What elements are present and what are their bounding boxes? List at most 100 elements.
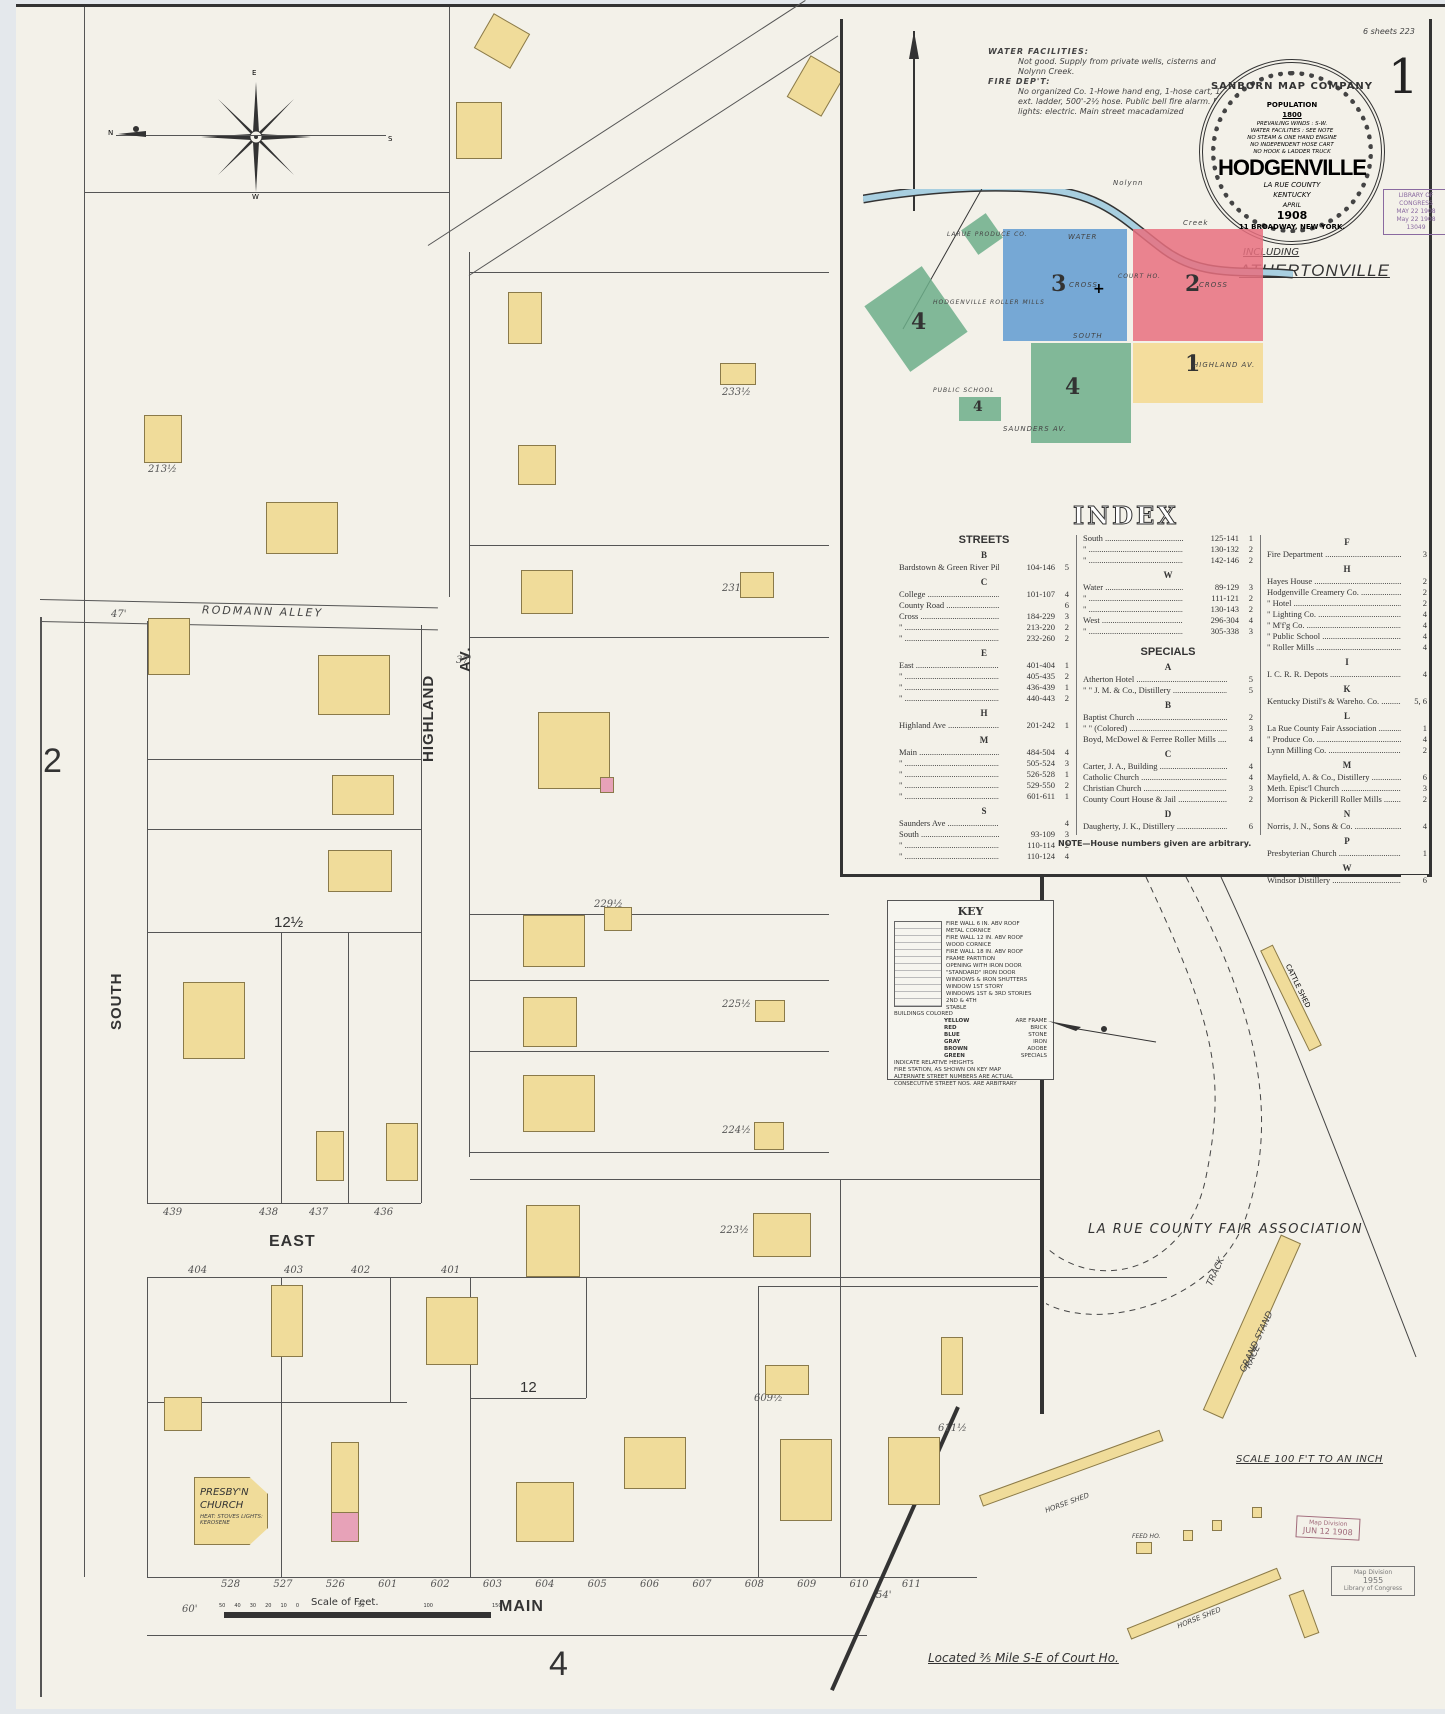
index-entry[interactable]: Kentucky Distil's & Wareho. Co.5, 6 xyxy=(1267,696,1427,707)
building-brick[interactable] xyxy=(600,777,614,793)
index-entry[interactable]: Hayes House2 xyxy=(1267,576,1427,587)
index-entry[interactable]: " Produce Co.4 xyxy=(1267,734,1427,745)
building-stable[interactable] xyxy=(753,1213,811,1257)
index-entry[interactable]: Atherton Hotel5 xyxy=(1083,674,1253,685)
building-stable[interactable] xyxy=(164,1397,202,1431)
building-dwelling[interactable] xyxy=(183,982,245,1059)
key-block-sheet-2[interactable] xyxy=(1133,229,1263,341)
building-dwelling[interactable] xyxy=(523,997,577,1047)
building-dwelling[interactable] xyxy=(266,502,338,554)
adjacent-sheet-south[interactable]: 4 xyxy=(549,1645,568,1683)
building-stable[interactable] xyxy=(941,1337,963,1395)
index-entry[interactable]: " Roller Mills4 xyxy=(1267,642,1427,653)
key-block-sheet-4-school[interactable] xyxy=(959,397,1001,421)
building-dwelling[interactable] xyxy=(523,1075,595,1132)
index-entry[interactable]: Daugherty, J. K., Distillery6 xyxy=(1083,821,1253,832)
building-small[interactable] xyxy=(1288,1589,1320,1639)
building-dwelling[interactable] xyxy=(456,102,502,159)
building-horse-shed[interactable] xyxy=(1126,1567,1282,1640)
index-entry[interactable]: County Court House & Jail2 xyxy=(1083,794,1253,805)
index-entry[interactable]: Baptist Church2 xyxy=(1083,712,1253,723)
building-dwelling[interactable] xyxy=(624,1437,686,1489)
building-brick[interactable] xyxy=(331,1512,359,1542)
index-entry[interactable]: County Road6 xyxy=(899,600,1069,611)
index-entry[interactable]: Mayfield, A. & Co., Distillery6 xyxy=(1267,772,1427,783)
index-entry[interactable]: " Lighting Co.4 xyxy=(1267,609,1427,620)
building-dwelling[interactable] xyxy=(426,1297,478,1365)
index-entry[interactable]: Morrison & Pickerill Roller Mills2 xyxy=(1267,794,1427,805)
key-block-sheet-4[interactable] xyxy=(1031,343,1131,443)
building-dwelling[interactable] xyxy=(316,1131,344,1181)
index-entry[interactable]: Windsor Distillery6 xyxy=(1267,875,1427,886)
building-dwelling[interactable] xyxy=(538,712,610,789)
key-block-sheet-3[interactable] xyxy=(1003,229,1127,341)
building-stable[interactable] xyxy=(755,1000,785,1022)
index-entry[interactable]: Norris, J. N., Sons & Co.4 xyxy=(1267,821,1427,832)
index-entry[interactable]: Presbyterian Church1 xyxy=(1267,848,1427,859)
building-presbyterian-church[interactable] xyxy=(194,1477,268,1545)
building-dwelling[interactable] xyxy=(780,1439,832,1521)
index-entry[interactable]: Carter, J. A., Building4 xyxy=(1083,761,1253,772)
building-stable[interactable] xyxy=(740,572,774,598)
index-entry[interactable]: " Hotel2 xyxy=(1267,598,1427,609)
index-entry[interactable]: " Public School4 xyxy=(1267,631,1427,642)
building-dwelling[interactable] xyxy=(332,775,394,815)
building-stable[interactable] xyxy=(604,907,632,931)
building-stable[interactable] xyxy=(720,363,756,385)
building-dwelling[interactable] xyxy=(328,850,392,892)
index-entry[interactable]: La Rue County Fair Association1 xyxy=(1267,723,1427,734)
building-dwelling[interactable] xyxy=(518,445,556,485)
index-entry[interactable]: Catholic Church4 xyxy=(1083,772,1253,783)
building-feed-house[interactable] xyxy=(1136,1542,1152,1554)
index-entry[interactable]: "601-6111 xyxy=(899,791,1069,802)
index-entry[interactable]: I. C. R. R. Depots4 xyxy=(1267,669,1427,680)
building-stable[interactable] xyxy=(148,618,190,675)
index-entry[interactable]: Lynn Milling Co.2 xyxy=(1267,745,1427,756)
building-small[interactable] xyxy=(1183,1530,1193,1541)
building-dwelling[interactable] xyxy=(271,1285,303,1357)
index-entry[interactable]: " " (Colored)3 xyxy=(1083,723,1253,734)
building-horse-shed[interactable] xyxy=(978,1429,1164,1507)
index-entry[interactable]: Christian Church3 xyxy=(1083,783,1253,794)
building-dwelling[interactable] xyxy=(521,570,573,614)
index-entry[interactable]: " M'f'g Co.4 xyxy=(1267,620,1427,631)
index-entry[interactable]: Boyd, McDowel & Ferree Roller Mills4 xyxy=(1083,734,1253,745)
building-dwelling[interactable] xyxy=(888,1437,940,1505)
index-entry[interactable]: Hodgenville Creamery Co.2 xyxy=(1267,587,1427,598)
index-entry[interactable]: Meth. Episc'l Church3 xyxy=(1267,783,1427,794)
building-dwelling[interactable] xyxy=(516,1482,574,1542)
building-stable[interactable] xyxy=(765,1365,809,1395)
building-dwelling[interactable] xyxy=(331,1442,359,1519)
building-dwelling[interactable] xyxy=(523,915,585,967)
building-small[interactable] xyxy=(1252,1507,1262,1518)
building-dwelling[interactable] xyxy=(526,1205,580,1277)
building-stable[interactable] xyxy=(144,415,182,463)
building-dwelling[interactable] xyxy=(473,13,531,69)
index-entry[interactable]: Fire Department3 xyxy=(1267,549,1427,560)
building-small[interactable] xyxy=(1212,1520,1222,1531)
building-dwelling[interactable] xyxy=(386,1123,418,1181)
building-stable[interactable] xyxy=(754,1122,784,1150)
building-dwelling[interactable] xyxy=(508,292,542,344)
